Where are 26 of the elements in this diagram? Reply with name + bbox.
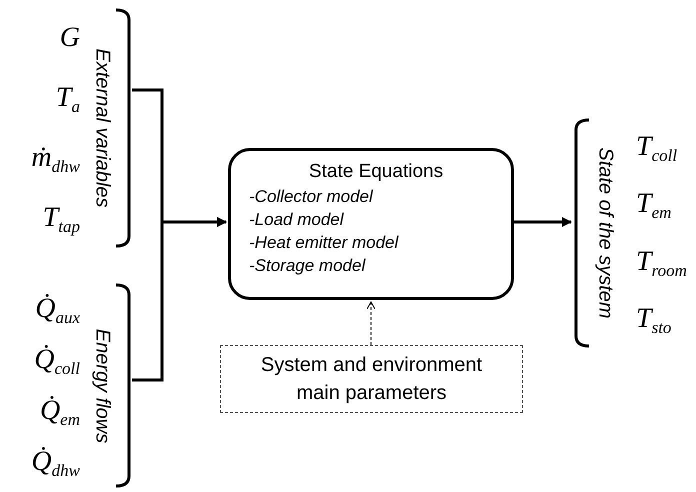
variable-symbol: T$_{room}$ xyxy=(636,248,688,279)
parameter-box xyxy=(220,345,523,413)
group-label: State of the system xyxy=(594,147,616,319)
box-title: State Equations xyxy=(308,161,444,183)
variable-symbol: G xyxy=(58,24,80,52)
variable-symbol: Q̇$_{aux}$ xyxy=(34,294,80,326)
process-box xyxy=(228,148,514,300)
variable-symbol: T$_{em}$ xyxy=(636,190,672,222)
group-label: Energy flows xyxy=(90,328,114,443)
variable-symbol: T$_{sto}$ xyxy=(636,305,672,336)
list-item: -Collector model xyxy=(249,186,374,208)
variable-symbol: ṁ$_{dhw}$ xyxy=(30,144,80,175)
variable-symbol: Q̇$_{em}$ xyxy=(38,397,80,428)
list-item: -Heat emitter model xyxy=(249,232,400,254)
variable-symbol: T$_{coll}$ xyxy=(636,132,678,164)
dashed-arrow xyxy=(366,302,376,346)
list-item: -Load model xyxy=(249,209,345,231)
box-text: System and environment main parameters xyxy=(260,353,484,406)
arrow xyxy=(132,217,227,382)
variable-symbol: T$_{a}$ xyxy=(54,84,80,115)
list-item: -Storage model xyxy=(249,255,367,277)
variable-symbol: Q̇$_{coll}$ xyxy=(33,346,80,377)
arrow xyxy=(514,217,572,227)
group-label: External variables xyxy=(90,48,114,208)
variable-symbol: Q̇$_{dhw}$ xyxy=(30,448,80,480)
variable-symbol: T$_{tap}$ xyxy=(42,204,80,235)
